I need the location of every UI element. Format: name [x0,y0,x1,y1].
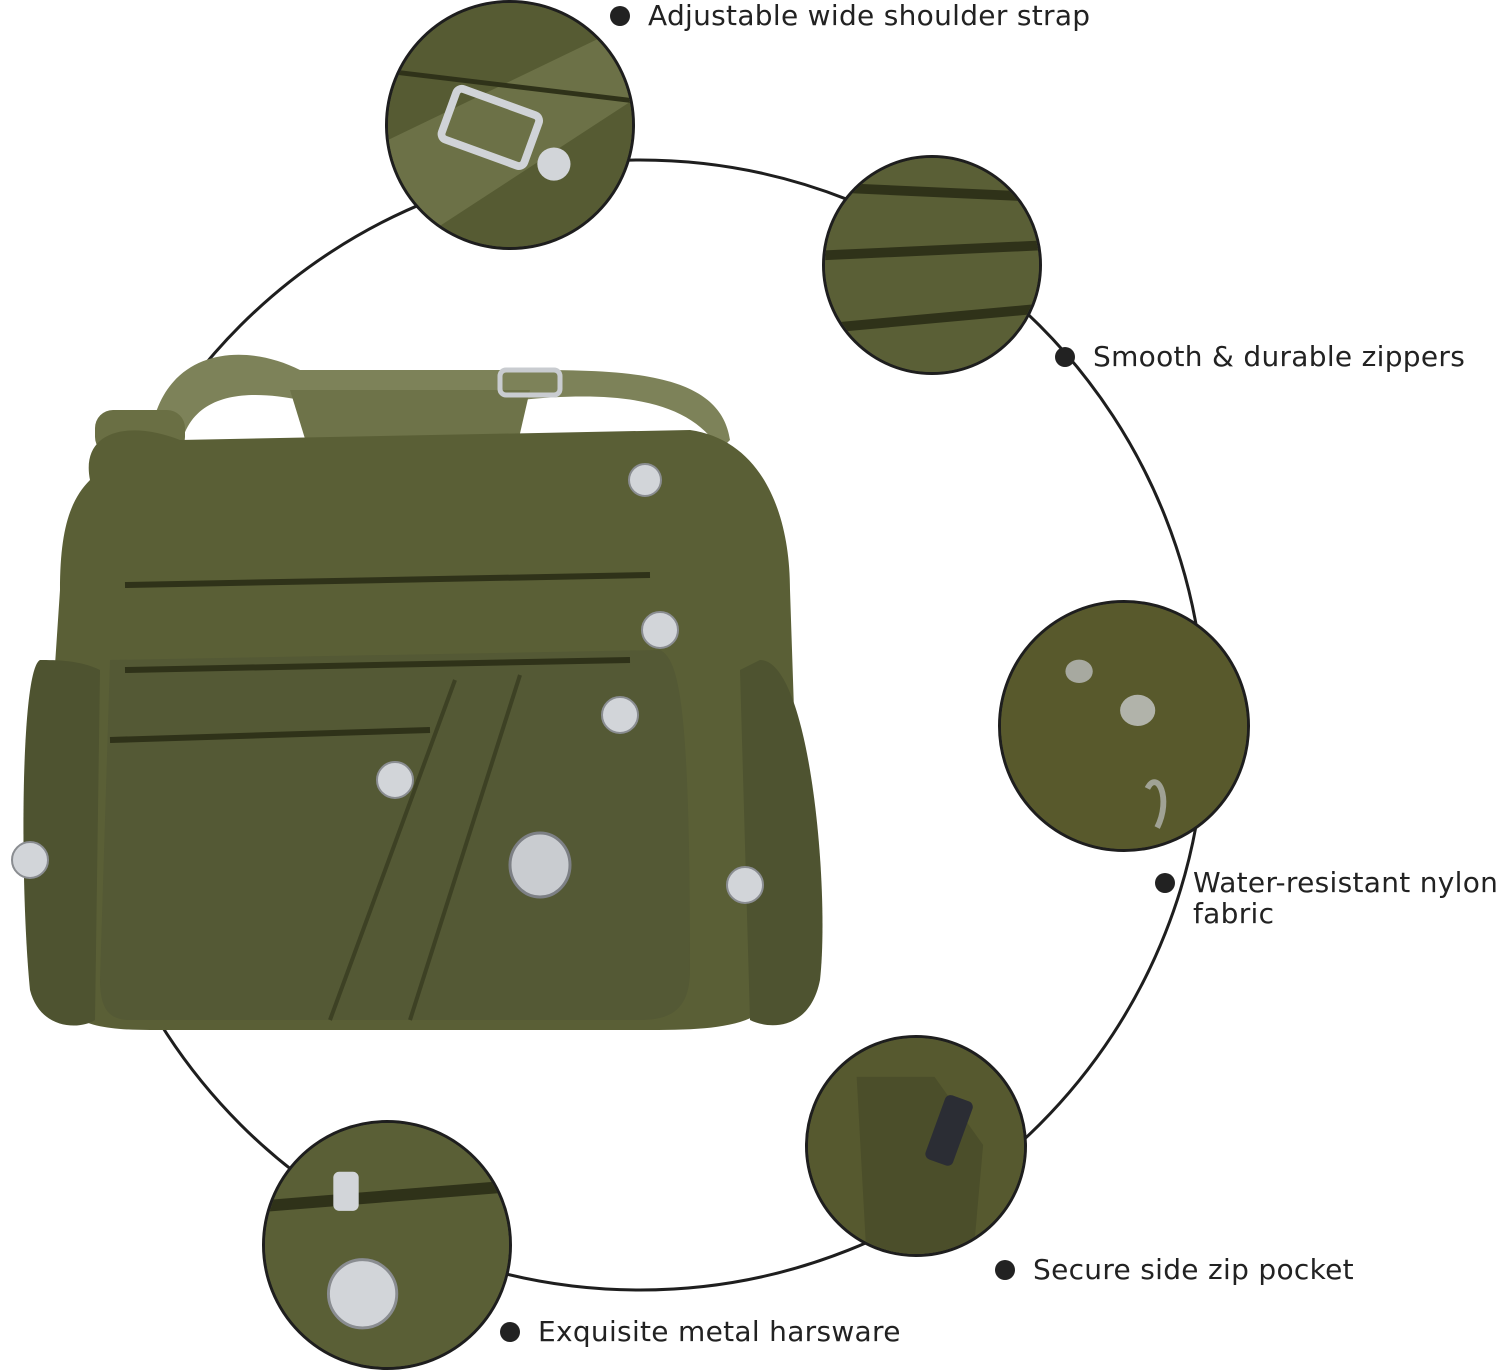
feature-hardware: Exquisite metal harsware [500,1316,901,1347]
bullet-dot-icon [500,1322,520,1342]
detail-zippers-image [822,155,1042,375]
feature-strap-text: Adjustable wide shoulder strap [648,0,1091,32]
detail-hardware-image [262,1120,512,1370]
feature-zippers: Smooth & durable zippers [1055,341,1465,372]
feature-fabric-text: Water-resistant nylon fabric [1193,866,1499,930]
shoulder-bag-image [11,354,823,1030]
bullet-dot-icon [1155,873,1175,893]
feature-fabric: Water-resistant nylon fabric [1155,867,1498,929]
feature-pocket-text: Secure side zip pocket [1033,1253,1354,1286]
detail-fabric-image [998,600,1250,852]
detail-strap-image [385,0,635,250]
feature-pocket: Secure side zip pocket [995,1254,1354,1285]
bullet-dot-icon [1055,347,1075,367]
detail-pocket-image [805,1035,1027,1257]
feature-hardware-text: Exquisite metal harsware [538,1315,901,1348]
feature-strap: Adjustable wide shoulder strap [610,0,1090,31]
bullet-dot-icon [995,1260,1015,1280]
bullet-dot-icon [610,6,630,26]
feature-zippers-text: Smooth & durable zippers [1093,340,1466,373]
